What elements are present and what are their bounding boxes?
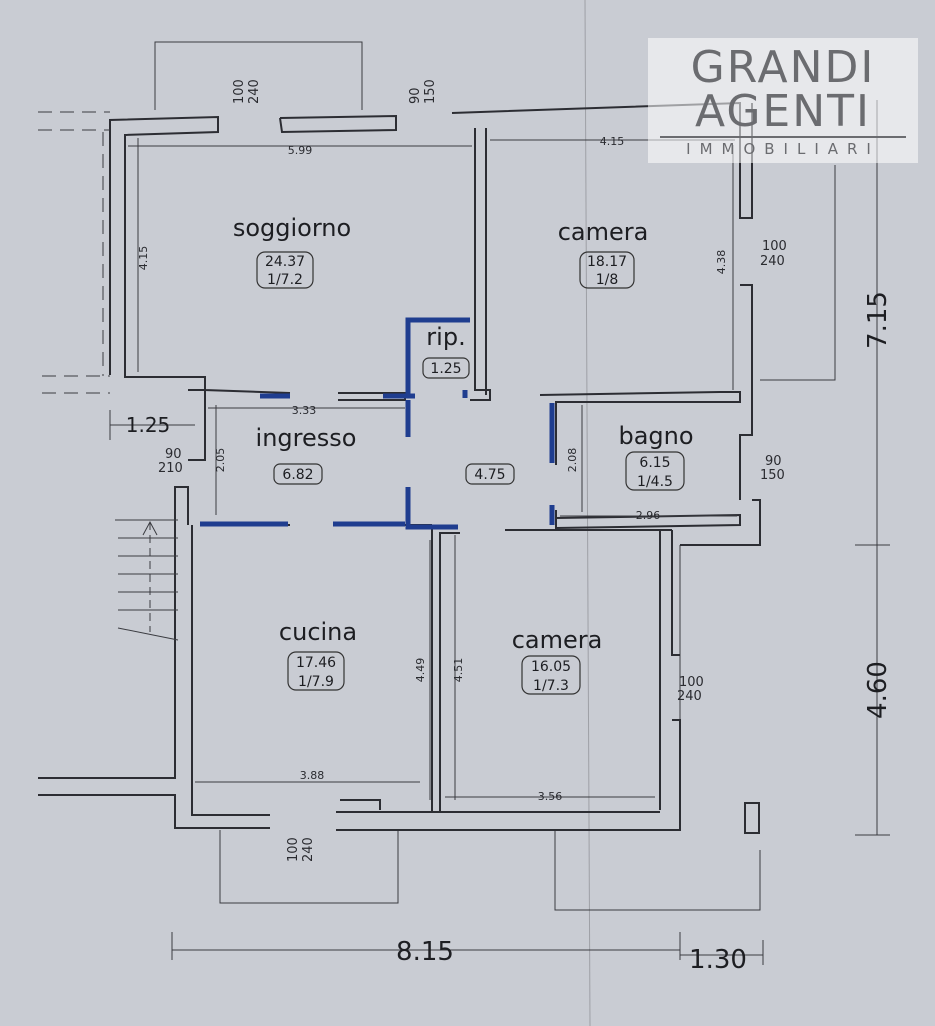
window-top-mid-w: 90 [408,87,423,104]
logo-line-2: AGENTI [695,86,871,137]
dim-extra-width: 1.30 [689,945,747,975]
logo-line-1: GRANDI [690,42,876,93]
area-box-bagno [625,451,685,491]
area-camera-top: 18.17 [587,254,627,270]
ratio-soggiorno: 1/7.2 [267,272,303,288]
dim-ingresso-height: 2.05 [214,448,227,473]
window-right-camera-w: 100 [762,239,787,254]
dim-cucina-width: 3.88 [300,769,325,782]
blue-wall-marks [200,317,555,530]
window-right-camera-bottom-w: 100 [679,675,704,690]
window-right-bagno-h: 150 [760,468,785,483]
ratio-cucina: 1/7.9 [298,674,334,690]
dim-camera-top-width: 4.15 [600,135,625,148]
window-top-left-w: 100 [232,79,247,104]
paper-fold [584,0,591,1026]
area-ingresso: 6.82 [282,467,313,483]
area-box-camera-bottom [521,655,581,695]
window-bottom-cucina-w: 100 [286,837,301,862]
ratio-bagno: 1/4.5 [637,474,673,490]
dim-cucina-height: 4.49 [414,658,427,683]
room-name-rip: rip. [426,323,465,351]
ratio-camera-top: 1/8 [596,272,619,288]
area-disimpegno: 4.75 [474,467,505,483]
room-name-ingresso: ingresso [256,424,357,452]
dim-bagno-height: 2.08 [566,448,579,473]
area-box-soggiorno [256,251,314,289]
external-dimensions [109,100,890,965]
area-box-rip [422,357,470,379]
room-name-cucina: cucina [279,618,357,646]
window-right-camera-h: 240 [760,254,785,269]
dim-total-height-top: 7.15 [863,291,893,349]
room-name-camera-top: camera [558,218,649,246]
ratio-camera-bottom: 1/7.3 [533,678,569,694]
window-top-mid-h: 150 [423,79,438,104]
window-right-bagno-w: 90 [765,454,782,469]
agency-logo: GRANDI AGENTI IMMOBILIARI [648,38,918,163]
area-box-disimpegno [465,463,515,485]
dim-camera-bottom-width: 3.56 [538,790,563,803]
dim-total-width: 8.15 [396,937,454,967]
dashed-boundaries [38,111,110,394]
room-name-soggiorno: soggiorno [233,214,351,242]
area-box-cucina [287,651,345,691]
logo-line-3: IMMOBILIARI [660,136,906,158]
dim-soggiorno-width: 5.99 [288,144,313,157]
outer-walls [38,101,761,831]
dim-soggiorno-height: 4.15 [137,246,150,271]
balconies [154,41,836,911]
dim-ingresso-width: 3.33 [292,404,317,417]
area-box-ingresso [273,463,323,485]
area-box-camera-top [579,251,635,289]
room-name-camera-bottom: camera [512,626,603,654]
dim-bagno-width: 2.96 [636,509,661,522]
window-left-ingresso-h: 210 [158,461,183,476]
area-rip: 1.25 [430,361,461,377]
area-bagno: 6.15 [639,455,670,471]
window-top-left-h: 240 [247,79,262,104]
meter-box [744,802,760,834]
window-bottom-cucina-h: 240 [301,837,316,862]
dimension-lines [128,138,737,800]
area-soggiorno: 24.37 [265,254,305,270]
window-left-ingresso-w: 90 [165,447,182,462]
dim-camera-bottom-height: 4.51 [452,658,465,683]
stairs [115,519,179,641]
dim-camera-top-height: 4.38 [715,250,728,275]
dim-step: 1.25 [126,413,171,437]
window-right-camera-bottom-h: 240 [677,689,702,704]
area-camera-bottom: 16.05 [531,659,571,675]
area-cucina: 17.46 [296,655,336,671]
room-name-bagno: bagno [618,422,693,450]
dim-total-height-bottom: 4.60 [863,661,893,719]
